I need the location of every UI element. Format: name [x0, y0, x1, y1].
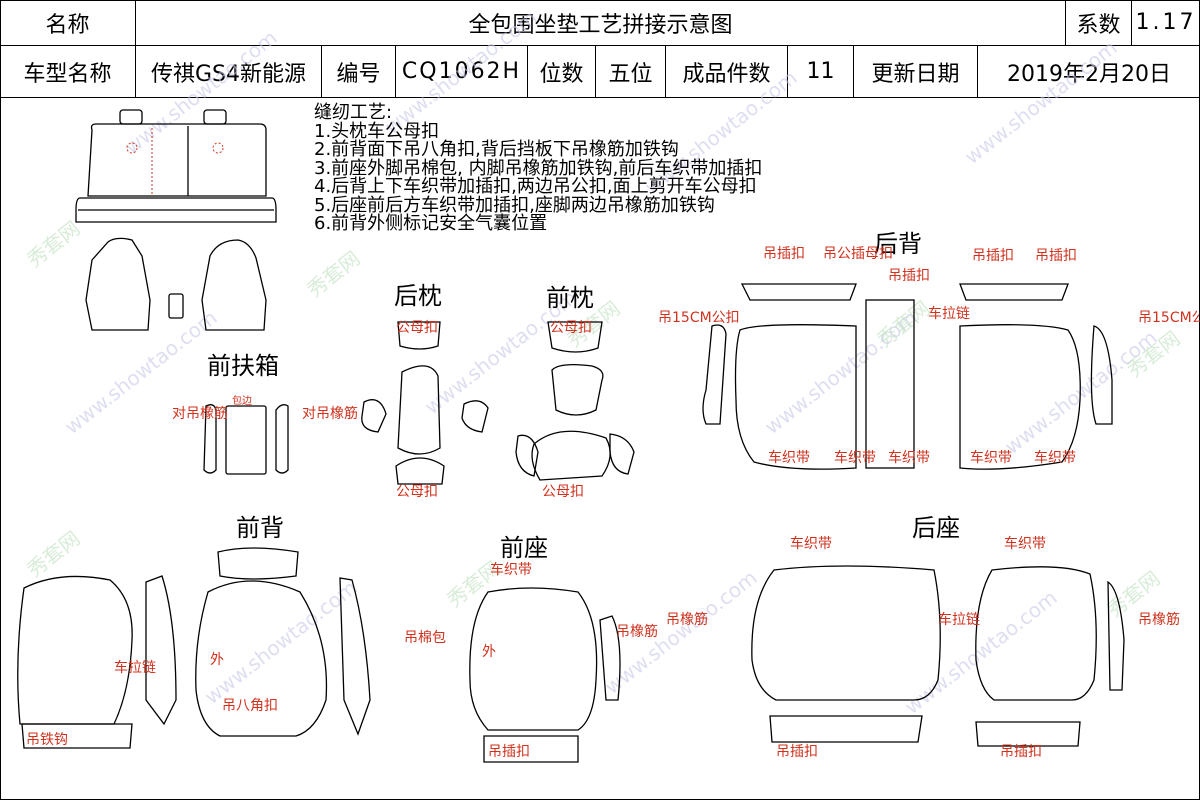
instructions-heading: 缝纫工艺: — [314, 102, 393, 123]
section-front-armrest: 前扶箱 — [207, 352, 279, 380]
header-code-label: 编号 — [322, 46, 396, 98]
instruction-item: 4.后背上下车织带加插扣,两边吊公扣,面上剪开车公母扣 — [314, 176, 757, 197]
annotation-group: 吊插扣 吊公插母扣 吊插扣 吊插扣 吊插扣 车拉链 吊15CM公扣 吊15CM公… — [26, 128, 1200, 760]
annotation-male-female-snap: 公母扣 — [396, 484, 438, 500]
annotation-hang-snap: 吊插扣 — [776, 744, 818, 760]
annotation-hang-snap: 吊插扣 — [1000, 744, 1042, 760]
annotation-hang-iron-hook: 吊铁钩 — [26, 732, 68, 748]
front-seat-pieces — [469, 587, 621, 763]
annotation-male-female-snap: 公母扣 — [396, 320, 438, 336]
instruction-item: 5.后座前后方车织带加插扣,座脚两边吊橡筋加铁钩 — [314, 194, 715, 216]
annotation-pair-hang-elastic: 对吊橡筋 — [172, 405, 228, 422]
annotation-hang-snap: 吊插扣 — [888, 268, 930, 284]
section-front-back: 前背 — [236, 514, 284, 542]
annotation-car-pull-chain: 车拉链 — [114, 659, 156, 676]
front-headrest-pieces — [515, 321, 635, 481]
header-name-label: 名称 — [0, 0, 136, 46]
section-front-headrest: 前枕 — [546, 284, 594, 312]
page-title: 全包围坐垫工艺拼接示意图 — [136, 0, 1066, 46]
annotation-sew-webbing: 车织带 — [1034, 449, 1076, 466]
rear-back-pieces — [702, 283, 1113, 470]
header-seats-label: 位数 — [528, 46, 596, 98]
annotation-hang-elastic: 吊橡筋 — [616, 623, 658, 640]
section-rear-back: 后背 — [874, 230, 922, 258]
rear-bench-overview — [75, 109, 277, 223]
annotation-hang-15cm: 吊15CM公扣 — [658, 310, 740, 326]
header-seats-value: 五位 — [596, 46, 666, 98]
annotation-edge-wrap: 包边 — [232, 394, 252, 407]
annotation-hang-snap: 吊插扣 — [763, 246, 805, 262]
header-model-label: 车型名称 — [0, 46, 136, 98]
annotation-sew-webbing: 车织带 — [768, 449, 810, 466]
annotation-hang-snap: 吊插扣 — [1035, 248, 1077, 264]
annotation-outer: 外 — [482, 644, 496, 660]
front-back-pieces — [17, 547, 371, 749]
annotation-sew-webbing: 车织带 — [790, 535, 832, 552]
annotation-sew-webbing: 车织带 — [834, 449, 876, 466]
annotation-sew-webbing: 车织带 — [970, 449, 1012, 466]
header-code-value: CQ1062H — [396, 46, 528, 98]
annotation-hang-male-snap: 吊公插母扣 — [823, 246, 893, 262]
annotation-hang-cotton: 吊棉包 — [404, 629, 446, 646]
section-rear-headrest: 后枕 — [394, 282, 442, 310]
front-armrest-pieces — [203, 404, 289, 475]
instruction-item: 3.前座外脚吊棉包, 内脚吊橡筋加铁钩,前后车织带加插扣 — [314, 157, 763, 179]
annotation-male-female-snap: 公母扣 — [550, 320, 592, 336]
annotation-hang-elastic: 吊橡筋 — [1138, 611, 1180, 628]
instruction-item: 1.头枕车公母扣 — [314, 120, 440, 142]
annotation-car-pull-chain: 车拉链 — [938, 611, 980, 628]
header-model-value: 传祺GS4新能源 — [136, 46, 322, 98]
instruction-item: 6.前背外侧标记安全气囊位置 — [314, 213, 548, 234]
rear-headrest-pieces — [361, 321, 489, 485]
header-coef-value: 1.17 — [1132, 0, 1200, 46]
annotation-hang-snap: 吊插扣 — [488, 744, 530, 760]
front-seats-overview — [85, 237, 267, 331]
annotation-car-pull-chain: 车拉链 — [928, 305, 970, 322]
annotation-sew-webbing: 车织带 — [490, 561, 532, 578]
annotation-hang-octagon: 吊八角扣 — [222, 698, 278, 714]
header-pieces-label: 成品件数 — [666, 46, 788, 98]
annotation-pair-hang-elastic: 对吊橡筋 — [302, 405, 358, 422]
section-front-seat: 前座 — [500, 534, 548, 562]
sewing-instructions: 缝纫工艺: 1.头枕车公母扣 2.前背面下吊八角扣,背后挡板下吊橡筋加铁钩 3.… — [314, 102, 763, 234]
annotation-hang-snap: 吊插扣 — [972, 248, 1014, 264]
annotation-hang-elastic: 吊橡筋 — [666, 611, 708, 628]
annotation-hang-15cm: 吊15CM公扣 — [1138, 310, 1200, 326]
annotation-sew-webbing: 车织带 — [888, 449, 930, 466]
annotation-outer: 外 — [210, 652, 224, 668]
instruction-item: 2.前背面下吊八角扣,背后挡板下吊橡筋加铁钩 — [314, 139, 679, 160]
rear-seat-pieces — [751, 565, 1125, 747]
section-rear-seat: 后座 — [912, 514, 960, 542]
annotation-sew-webbing: 车织带 — [1004, 535, 1046, 552]
header-date-label: 更新日期 — [854, 46, 978, 98]
header-coef-label: 系数 — [1066, 0, 1132, 46]
header-pieces-value: 11 — [788, 46, 854, 98]
header-date-value: 2019年2月20日 — [978, 46, 1200, 98]
annotation-male-female-snap: 公母扣 — [542, 484, 584, 500]
